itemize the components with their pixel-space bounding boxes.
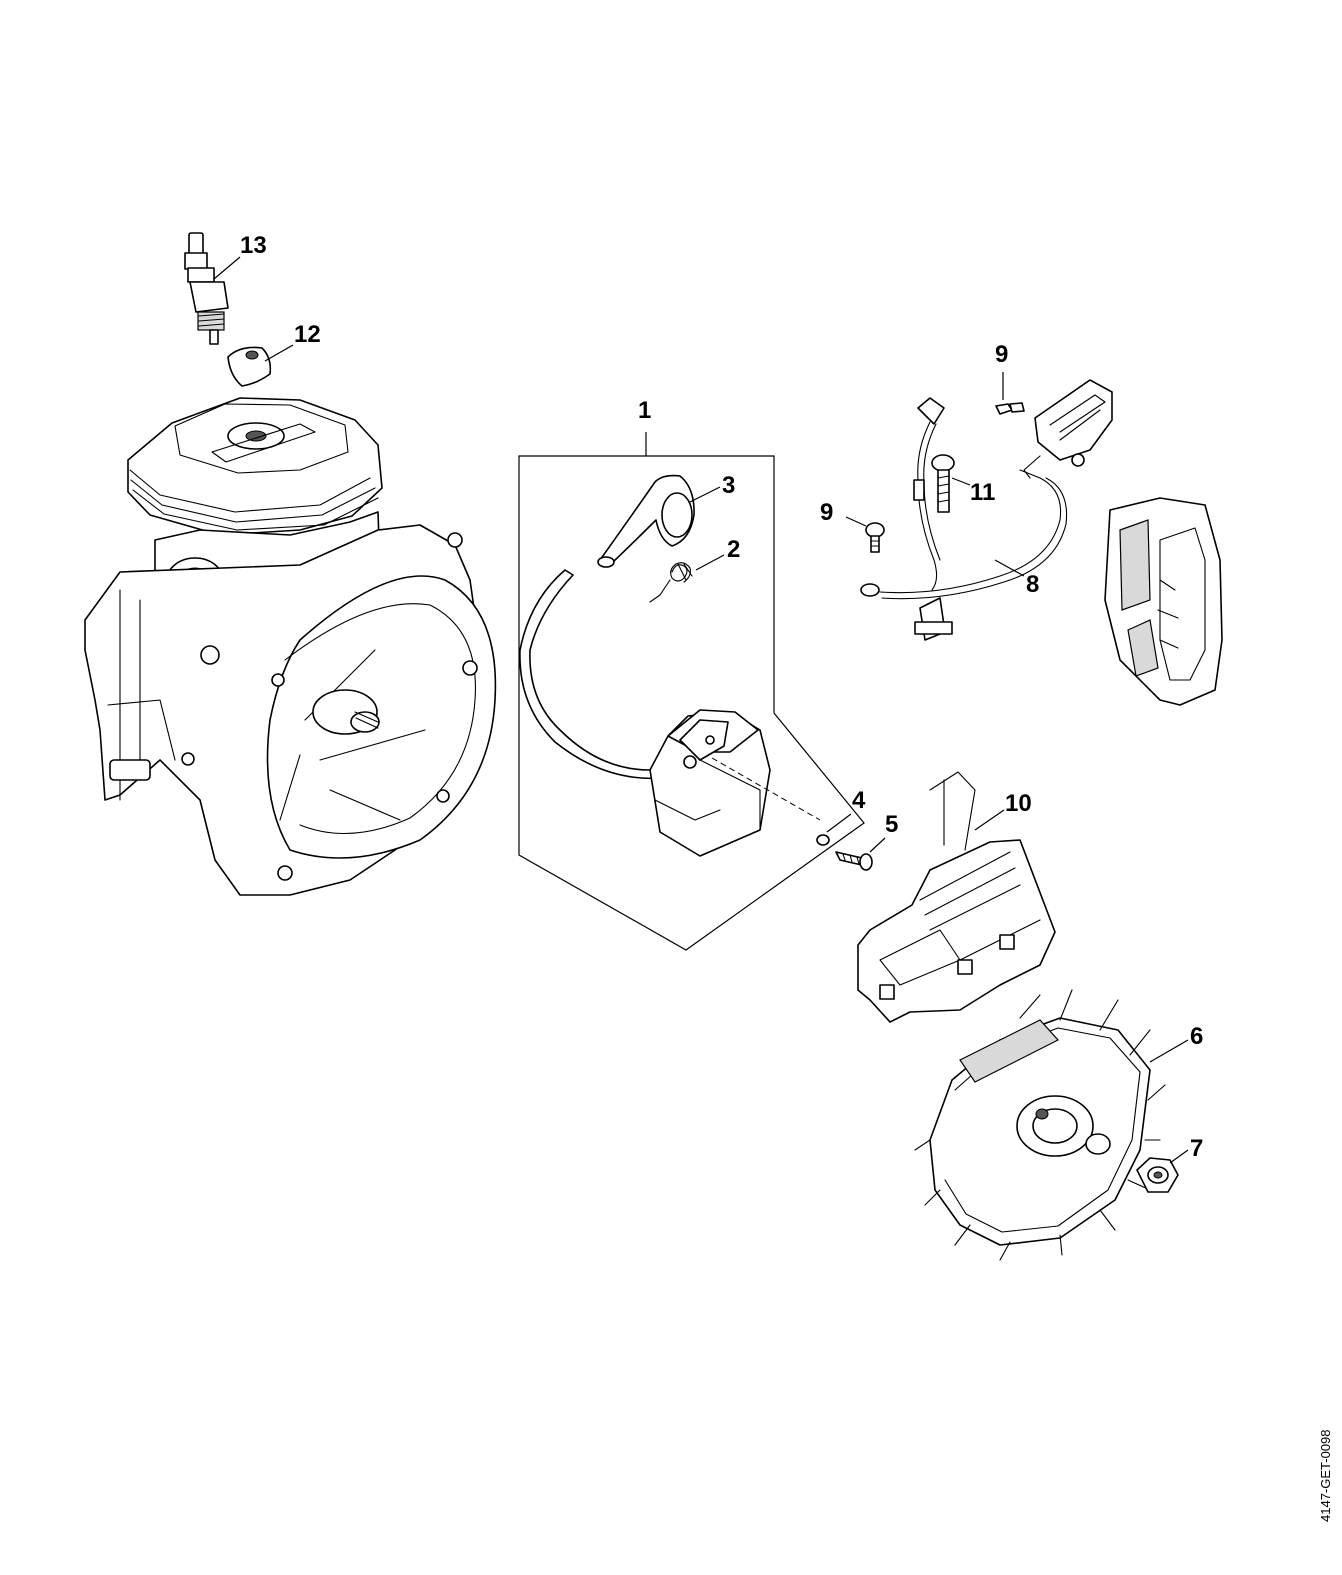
callout-8: 8 [1026, 571, 1039, 598]
washer-illustration [816, 834, 830, 846]
callout-11: 11 [970, 479, 995, 506]
flywheel-illustration [914, 989, 1166, 1261]
leader-2 [695, 554, 725, 571]
handle-housing-illustration [1104, 497, 1223, 706]
callout-5: 5 [885, 811, 898, 838]
wire-harness-illustration [860, 379, 1113, 641]
leader-6 [1149, 1039, 1189, 1063]
document-code: 4147-GET-0098 [1318, 1429, 1333, 1522]
screw-illustration-9-lower [865, 522, 885, 553]
ignition-boot-illustration [597, 474, 695, 568]
callout-6: 6 [1190, 1023, 1203, 1050]
callout-13: 13 [240, 232, 267, 259]
callout-1: 1 [638, 397, 651, 424]
ignition-module-illustration [519, 569, 771, 857]
leader-5 [869, 837, 886, 853]
leader-13 [213, 256, 241, 280]
leader-11 [951, 477, 971, 486]
screw-illustration-5 [835, 851, 873, 871]
callout-7: 7 [1190, 1135, 1203, 1162]
engine-cylinder-crankcase-illustration [84, 397, 497, 896]
leader-9-lower [845, 516, 867, 527]
callout-4: 4 [852, 787, 866, 814]
assembly-bracket-1 [518, 432, 865, 951]
nut-illustration [1136, 1157, 1179, 1193]
callout-12: 12 [294, 321, 321, 348]
leader-8 [994, 559, 1025, 577]
spark-plug-boot-illustration [227, 346, 272, 387]
leader-7 [1169, 1149, 1189, 1164]
callout-3: 3 [722, 472, 735, 499]
torsion-spring-illustration [649, 562, 693, 603]
assembly-axis-line [711, 757, 821, 821]
leader-4 [826, 813, 852, 833]
leader-12 [264, 344, 294, 362]
screw-illustration-9-upper [995, 402, 1025, 415]
leader-3 [689, 486, 721, 503]
ignition-bracket-illustration [857, 771, 1056, 1023]
callout-2: 2 [727, 536, 740, 563]
callout-9-lower: 9 [820, 499, 833, 526]
callout-10: 10 [1005, 790, 1032, 817]
leader-10 [974, 809, 1005, 831]
screw-illustration-11 [931, 454, 955, 513]
spark-plug-illustration [184, 232, 229, 345]
callout-9-upper: 9 [995, 341, 1008, 368]
